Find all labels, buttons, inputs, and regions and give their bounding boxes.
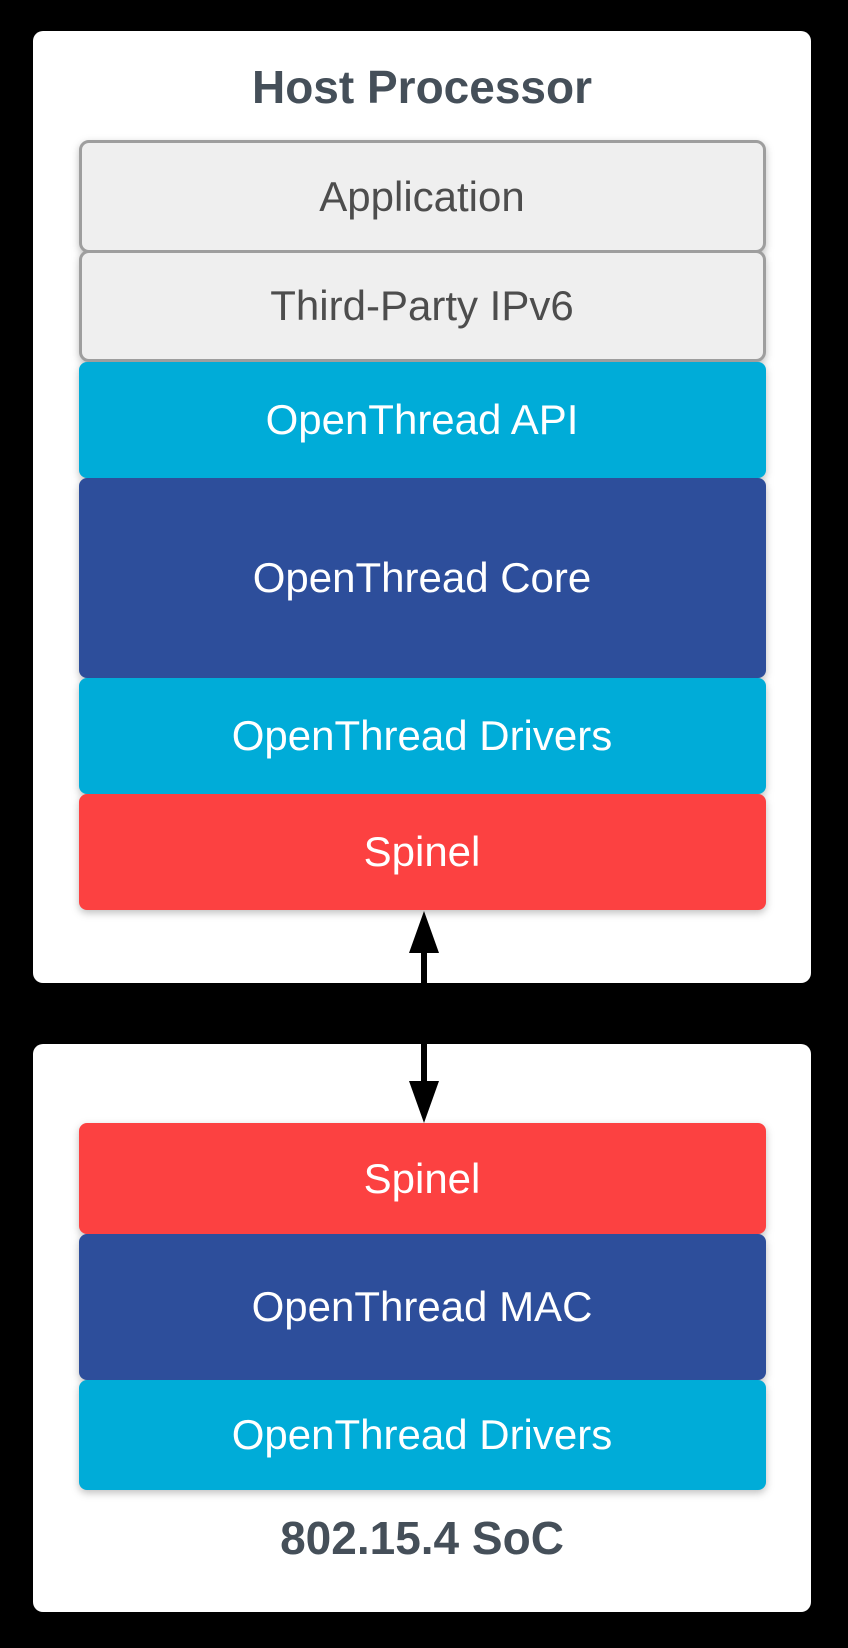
soc-layer-stack: Spinel OpenThread MAC OpenThread Drivers: [78, 1123, 766, 1490]
layer-application: Application: [78, 140, 766, 253]
layer-openthread-core: OpenThread Core: [78, 478, 766, 678]
soc-card: Spinel OpenThread MAC OpenThread Drivers…: [33, 1044, 811, 1612]
host-layer-stack: Application Third-Party IPv6 OpenThread …: [78, 140, 766, 910]
bidirectional-arrow-icon: [409, 911, 439, 1123]
layer-openthread-mac: OpenThread MAC: [78, 1234, 766, 1380]
layer-third-party-ipv6: Third-Party IPv6: [78, 250, 766, 362]
layer-openthread-api: OpenThread API: [78, 362, 766, 478]
layer-openthread-drivers-soc: OpenThread Drivers: [78, 1380, 766, 1490]
layer-openthread-drivers-host: OpenThread Drivers: [78, 678, 766, 794]
host-processor-card: Host Processor Application Third-Party I…: [33, 31, 811, 983]
host-processor-title: Host Processor: [251, 61, 592, 113]
soc-title: 802.15.4 SoC: [280, 1512, 564, 1564]
layer-spinel-soc: Spinel: [78, 1123, 766, 1234]
layer-spinel-host: Spinel: [78, 794, 766, 910]
